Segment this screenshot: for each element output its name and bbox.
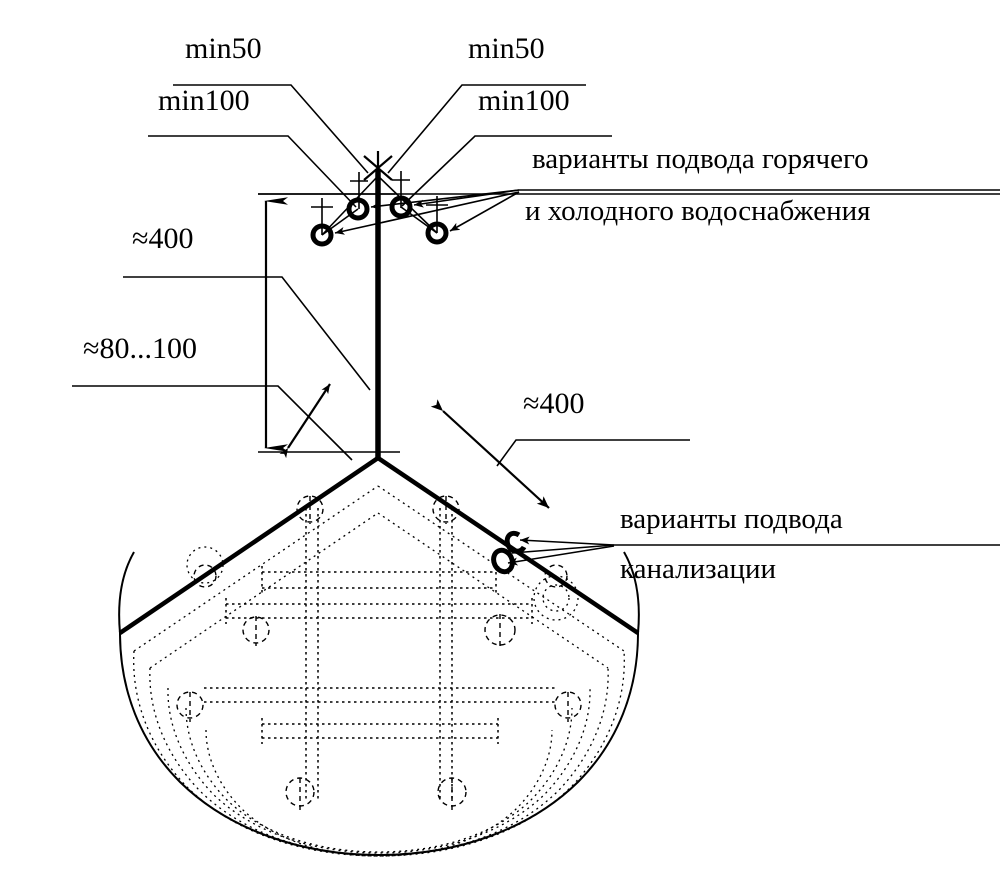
tray-band-mid: [149, 667, 609, 856]
tray-drain-recess: [533, 575, 579, 621]
leader-diagonal-400: [496, 439, 690, 467]
water-tie-apex-right: [377, 175, 438, 234]
tray-rim-inner-left: [133, 485, 379, 652]
sewer-point-lower: [491, 547, 515, 575]
thickness-dimension: [72, 383, 353, 461]
leader-sewer-note: [511, 544, 1000, 554]
crosshair-apex: [363, 151, 393, 186]
crosshair-left-outer: [311, 198, 333, 235]
water-point-inner-left: [346, 197, 370, 221]
label-height-400: ≈400: [132, 222, 193, 255]
water-leader-4: [449, 191, 520, 232]
tray-band-low: [167, 687, 591, 854]
sewer-connections: [491, 530, 527, 575]
tray-support-legs: [176, 495, 582, 812]
leader-height-400: [123, 276, 371, 391]
label-min100-left: min100: [158, 84, 250, 117]
leader-min50-left: [173, 84, 369, 174]
label-sewer-line1: варианты подвода: [620, 503, 843, 535]
tray-rim-inner-right: [377, 485, 625, 652]
water-leader-2: [413, 189, 520, 208]
tray-rim-inner2-left: [149, 512, 379, 669]
label-min50-right: min50: [468, 32, 545, 65]
label-thickness: ≈80...100: [83, 332, 197, 365]
label-water-supply-line2: и холодного водоснабжения: [525, 195, 870, 227]
label-sewer-line2: канализации: [620, 553, 776, 585]
label-water-supply-line1: варианты подвода горячего: [532, 143, 869, 175]
callout-leaders: [148, 84, 612, 208]
leader-min100-right: [401, 135, 612, 207]
label-min100-right: min100: [478, 84, 570, 117]
leader-thickness: [72, 385, 353, 461]
crosshair-left-inner: [350, 172, 368, 209]
sewer-point-upper: [504, 530, 527, 554]
water-supply-connections: [258, 151, 1000, 247]
tray-internal-frame: [204, 508, 556, 800]
water-tie-right: [400, 206, 438, 234]
tray-band-low2: [185, 707, 573, 853]
dim-arrow-diagonal: [430, 399, 550, 509]
leader-sewer-note-2: [519, 536, 615, 546]
crosshair-right-inner: [392, 171, 410, 208]
tray-drain-recess-left: [186, 546, 224, 584]
diagonal-dimension-400: [430, 399, 690, 509]
leader-min100-left: [148, 135, 357, 208]
tray-outer-outline: [119, 632, 639, 857]
water-leader-3: [334, 191, 520, 235]
label-diagonal-400: ≈400: [523, 387, 584, 420]
tray-basin-floor: [205, 729, 553, 857]
water-tie-left: [321, 208, 359, 236]
crosshair-markers: [311, 151, 448, 235]
tray-rim-left: [118, 456, 380, 635]
water-tie-apex-left: [321, 175, 379, 236]
tray-rim-inner2-right: [377, 512, 609, 669]
tray-drain-recess-inner: [542, 584, 570, 612]
label-min50-left: min50: [185, 32, 262, 65]
tray-top-left-edge: [118, 551, 135, 634]
leader-sewer-note-3: [507, 545, 615, 566]
leader-min50-right: [387, 84, 586, 174]
note-leaders: [507, 189, 1000, 566]
tray-top-right-edge: [623, 551, 640, 634]
tray-band-upper: [133, 650, 625, 857]
shower-tray: [118, 456, 640, 857]
